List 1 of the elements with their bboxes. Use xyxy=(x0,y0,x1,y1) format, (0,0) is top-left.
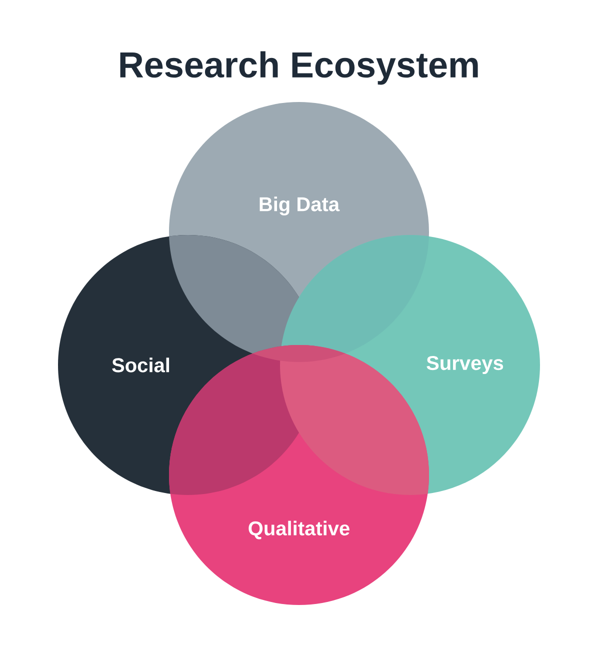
title: Research Ecosystem xyxy=(120,51,478,85)
